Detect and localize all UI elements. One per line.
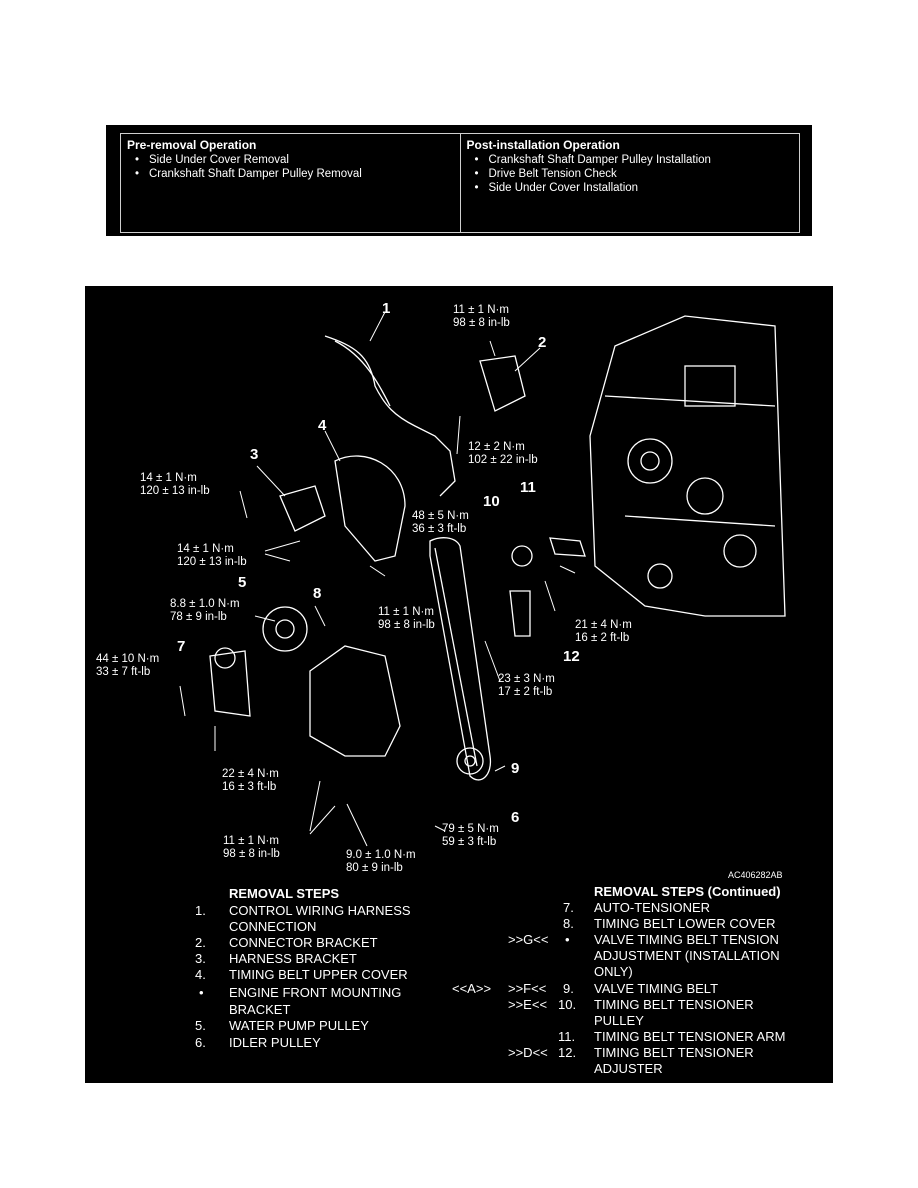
callout-7: 7 (177, 638, 186, 655)
post-installation-title: Post-installation Operation (466, 138, 620, 152)
callout-2: 2 (538, 334, 547, 351)
step-text: VALVE TIMING BELT TENSION (594, 932, 779, 947)
callout-10: 10 (483, 493, 500, 510)
step-num: 12. (558, 1045, 577, 1060)
art-code: AC406282AB (728, 870, 783, 880)
steps-title: REMOVAL STEPS (Continued) (594, 884, 781, 899)
callout-12: 12 (563, 648, 580, 665)
install-ref: >>G<< (508, 932, 549, 947)
step-text: IDLER PULLEY (229, 1035, 321, 1050)
removal-steps-right: REMOVAL STEPS (Continued) 7. AUTO-TENSIO… (440, 884, 830, 1079)
steps-title: REMOVAL STEPS (229, 886, 340, 901)
post-installation-column: Post-installation Operation Crankshaft S… (459, 134, 800, 232)
step-num: 5. (195, 1018, 206, 1033)
step-num: 11. (558, 1029, 576, 1044)
step-text: TIMING BELT UPPER COVER (229, 967, 408, 982)
step-text: TIMING BELT TENSIONER (594, 997, 754, 1012)
removal-ref: <<A>> (452, 981, 492, 996)
callout-5: 5 (238, 574, 247, 591)
pre-removal-column: Pre-removal Operation Side Under Cover R… (121, 134, 460, 232)
step-text: ENGINE FRONT MOUNTING (229, 985, 402, 1000)
step-text: CONTROL WIRING HARNESS (229, 903, 411, 918)
callout-3: 3 (250, 446, 259, 463)
pre-removal-title: Pre-removal Operation (127, 138, 257, 152)
step-text: ADJUSTER (594, 1061, 663, 1076)
pre-removal-item: Crankshaft Shaft Damper Pulley Removal (135, 167, 454, 181)
step-text: ADJUSTMENT (INSTALLATION (594, 948, 780, 963)
step-num: 4. (195, 967, 206, 982)
step-text: CONNECTOR BRACKET (229, 935, 378, 950)
step-num: 8. (563, 916, 574, 931)
callout-8: 8 (313, 585, 322, 602)
callout-11: 11 (520, 479, 536, 496)
step-text: PULLEY (594, 1013, 644, 1028)
removal-steps-left: REMOVAL STEPS 1. CONTROL WIRING HARNESS … (195, 886, 455, 1056)
step-num: 10. (558, 997, 577, 1012)
operations-table: Pre-removal Operation Side Under Cover R… (106, 125, 812, 236)
callout-6: 6 (511, 809, 520, 826)
post-installation-item: Crankshaft Shaft Damper Pulley Installat… (475, 153, 794, 167)
callout-9: 9 (511, 760, 520, 777)
step-text: WATER PUMP PULLEY (229, 1018, 369, 1033)
post-installation-item: Side Under Cover Installation (475, 181, 794, 195)
pre-removal-item: Side Under Cover Removal (135, 153, 454, 167)
step-num: 7. (563, 900, 574, 915)
post-installation-item: Drive Belt Tension Check (475, 167, 794, 181)
install-ref: >>F<< (508, 981, 547, 996)
step-text: ONLY) (594, 964, 633, 979)
step-num: 9. (563, 981, 574, 996)
step-num: 1. (195, 903, 206, 918)
callout-4: 4 (318, 417, 327, 434)
step-text: TIMING BELT TENSIONER ARM (594, 1029, 786, 1044)
step-num: 2. (195, 935, 206, 950)
step-bullet: • (199, 985, 204, 1000)
step-text: VALVE TIMING BELT (594, 981, 719, 996)
step-text: AUTO-TENSIONER (594, 900, 711, 915)
callout-1: 1 (382, 300, 391, 317)
step-text: BRACKET (229, 1002, 291, 1017)
step-num: 6. (195, 1035, 206, 1050)
step-text: TIMING BELT TENSIONER (594, 1045, 754, 1060)
step-text: HARNESS BRACKET (229, 951, 357, 966)
install-ref: >>D<< (508, 1045, 548, 1060)
step-text: CONNECTION (229, 919, 317, 934)
step-bullet: • (565, 932, 570, 947)
step-text: TIMING BELT LOWER COVER (594, 916, 776, 931)
diagram-artwork (179, 311, 786, 847)
install-ref: >>E<< (508, 997, 548, 1012)
step-num: 3. (195, 951, 206, 966)
